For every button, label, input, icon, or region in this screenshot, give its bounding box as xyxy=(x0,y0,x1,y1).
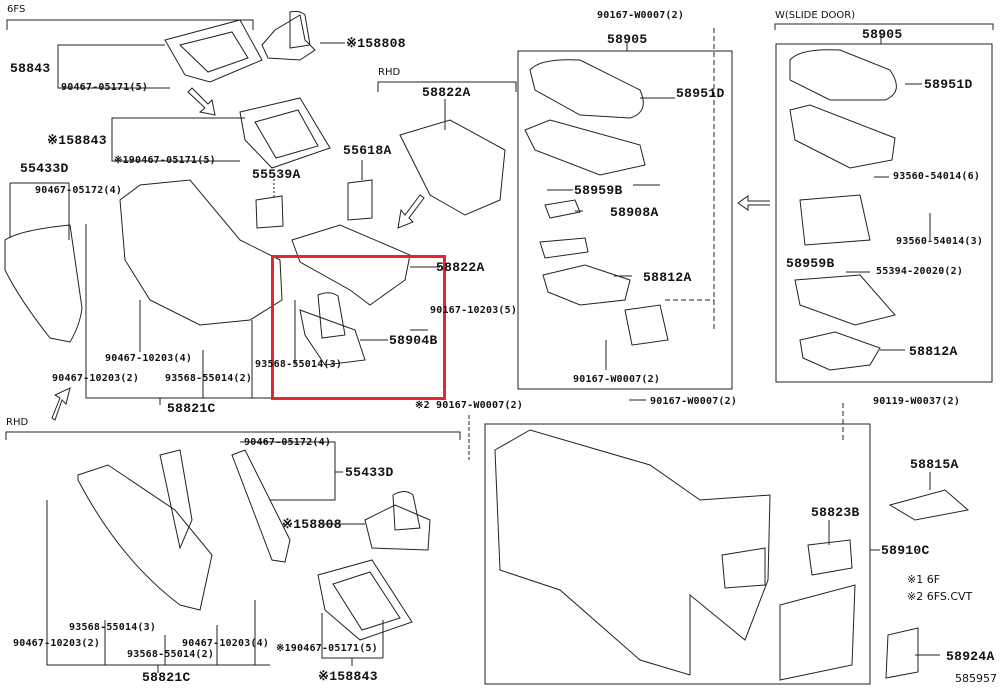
box-58905-right xyxy=(775,43,993,383)
hinge-right xyxy=(799,194,871,246)
tray-58812a-right xyxy=(799,331,881,371)
cupholder-58822a-mid xyxy=(291,224,411,306)
part-label[interactable]: 93568-55014(3) xyxy=(69,622,157,633)
mat-58815a xyxy=(888,489,970,521)
armrest-lid-center xyxy=(529,59,644,119)
part-label[interactable]: 58812A xyxy=(643,270,692,285)
latch-58908a xyxy=(544,199,581,219)
part-label[interactable]: 90467-10203(4) xyxy=(182,638,270,649)
console-frame-top xyxy=(119,179,283,326)
arrow-left xyxy=(737,195,770,211)
part-label[interactable]: 90467-10203(4) xyxy=(105,353,193,364)
console-body-58910c xyxy=(494,429,771,676)
bracket-rhd-top xyxy=(377,81,517,92)
group-label-rhd-top: RHD xyxy=(378,67,401,78)
part-label[interactable]: 58815A xyxy=(910,457,959,472)
arrow-down-left xyxy=(397,194,425,229)
part-label[interactable]: 93568-55014(3) xyxy=(255,359,343,370)
part-label[interactable]: 55433D xyxy=(20,161,69,176)
group-label-w-slide-door: W(SLIDE DOOR) xyxy=(775,10,856,21)
footnote-1: ※1 6F xyxy=(907,573,941,586)
console-trim-bottom xyxy=(231,449,291,563)
part-label[interactable]: ※158843 xyxy=(47,133,107,148)
part-label[interactable]: 90167-W0007(2) xyxy=(573,374,661,385)
part-label[interactable]: 90119-W0037(2) xyxy=(873,396,961,407)
pad-55618a xyxy=(347,179,373,221)
part-label[interactable]: ※158843 xyxy=(318,669,378,684)
part-label[interactable]: 90167-W0007(2) xyxy=(597,10,685,21)
switch-55539a xyxy=(255,195,284,229)
pocket-58823b xyxy=(807,539,853,576)
bracket-rhd-bottom xyxy=(5,431,461,440)
shift-bezel-mid xyxy=(239,97,331,169)
shift-boot-bottom xyxy=(364,504,431,551)
shift-boot-top xyxy=(261,14,316,61)
part-label[interactable]: ※190467-05171(5) xyxy=(114,155,216,166)
bracket-w-slide-door xyxy=(774,23,994,30)
arrow-down-right-top xyxy=(187,87,216,116)
hinge-center xyxy=(624,304,669,346)
part-label[interactable]: 90467-10203(2) xyxy=(13,638,101,649)
part-label[interactable]: 90167-10203(5) xyxy=(430,305,518,316)
group-label-6fs: 6FS xyxy=(7,4,26,15)
group-label-rhd-bottom: RHD xyxy=(6,417,29,428)
panel-lower xyxy=(779,584,856,681)
part-label[interactable]: 90467-05172(4) xyxy=(244,437,332,448)
box-58910c xyxy=(484,423,871,685)
part-label[interactable]: 58905 xyxy=(862,27,903,42)
part-label[interactable]: 58822A xyxy=(422,85,471,100)
part-label[interactable]: 58812A xyxy=(909,344,958,359)
part-label[interactable]: 93568-55014(2) xyxy=(127,649,215,660)
box-58905-center xyxy=(517,50,733,390)
part-label[interactable]: ※2 90167-W0007(2) xyxy=(415,400,524,411)
part-label[interactable]: 58908A xyxy=(610,205,659,220)
part-label[interactable]: 55618A xyxy=(343,143,392,158)
bracket-6fs xyxy=(6,19,254,30)
footnote-2: ※2 6FS.CVT xyxy=(907,590,973,603)
part-label[interactable]: 58843 xyxy=(10,61,51,76)
shift-bezel-bottom xyxy=(317,559,413,641)
part-label[interactable]: 58823B xyxy=(811,505,860,520)
bracket-small-center xyxy=(539,237,589,259)
part-label[interactable]: 58821C xyxy=(142,670,191,685)
part-label[interactable]: 58821C xyxy=(167,401,216,416)
part-label[interactable]: 93560-54014(6) xyxy=(893,171,981,182)
part-label[interactable]: 58951D xyxy=(676,86,725,101)
part-label[interactable]: ※190467-05171(5) xyxy=(276,643,378,654)
armrest-base-center xyxy=(524,119,646,176)
part-label[interactable]: ※158808 xyxy=(346,36,406,51)
tray-58904b xyxy=(299,309,366,366)
shift-bezel-top xyxy=(164,19,263,83)
part-label[interactable]: 58822A xyxy=(436,260,485,275)
arrow-up-bottom-left xyxy=(51,387,71,421)
part-label[interactable]: 90467-05171(5) xyxy=(61,82,149,93)
bezel-58924a xyxy=(885,627,919,679)
part-label[interactable]: 58951D xyxy=(924,77,973,92)
part-label[interactable]: 55394-20020(2) xyxy=(876,266,964,277)
armrest-lid-right xyxy=(789,49,897,101)
tray-58812a-center xyxy=(542,264,631,306)
armrest-base-right xyxy=(789,104,896,169)
part-label[interactable]: 55539A xyxy=(252,167,301,182)
part-label[interactable]: 90467-05172(4) xyxy=(35,185,123,196)
highlight-box-58904b xyxy=(271,255,446,400)
part-label[interactable]: 55433D xyxy=(345,465,394,480)
part-label[interactable]: 58959B xyxy=(786,256,835,271)
part-label[interactable]: 58904B xyxy=(389,333,438,348)
part-label[interactable]: 90467-10203(2) xyxy=(52,373,140,384)
cupholder-58822a-top xyxy=(399,119,506,216)
part-label[interactable]: 58910C xyxy=(881,543,930,558)
part-label[interactable]: 93560-54014(3) xyxy=(896,236,984,247)
console-frame-bottom xyxy=(77,464,213,611)
part-label[interactable]: 58924A xyxy=(946,649,995,664)
console-trim-left xyxy=(4,224,83,343)
part-label[interactable]: 58959B xyxy=(574,183,623,198)
frame-right xyxy=(794,274,896,326)
diagram-reference-number: 585957 xyxy=(955,672,997,685)
part-label[interactable]: 58905 xyxy=(607,32,648,47)
part-label[interactable]: 90167-W0007(2) xyxy=(650,396,738,407)
part-label[interactable]: ※158808 xyxy=(282,517,342,532)
part-label[interactable]: 93568-55014(2) xyxy=(165,373,253,384)
